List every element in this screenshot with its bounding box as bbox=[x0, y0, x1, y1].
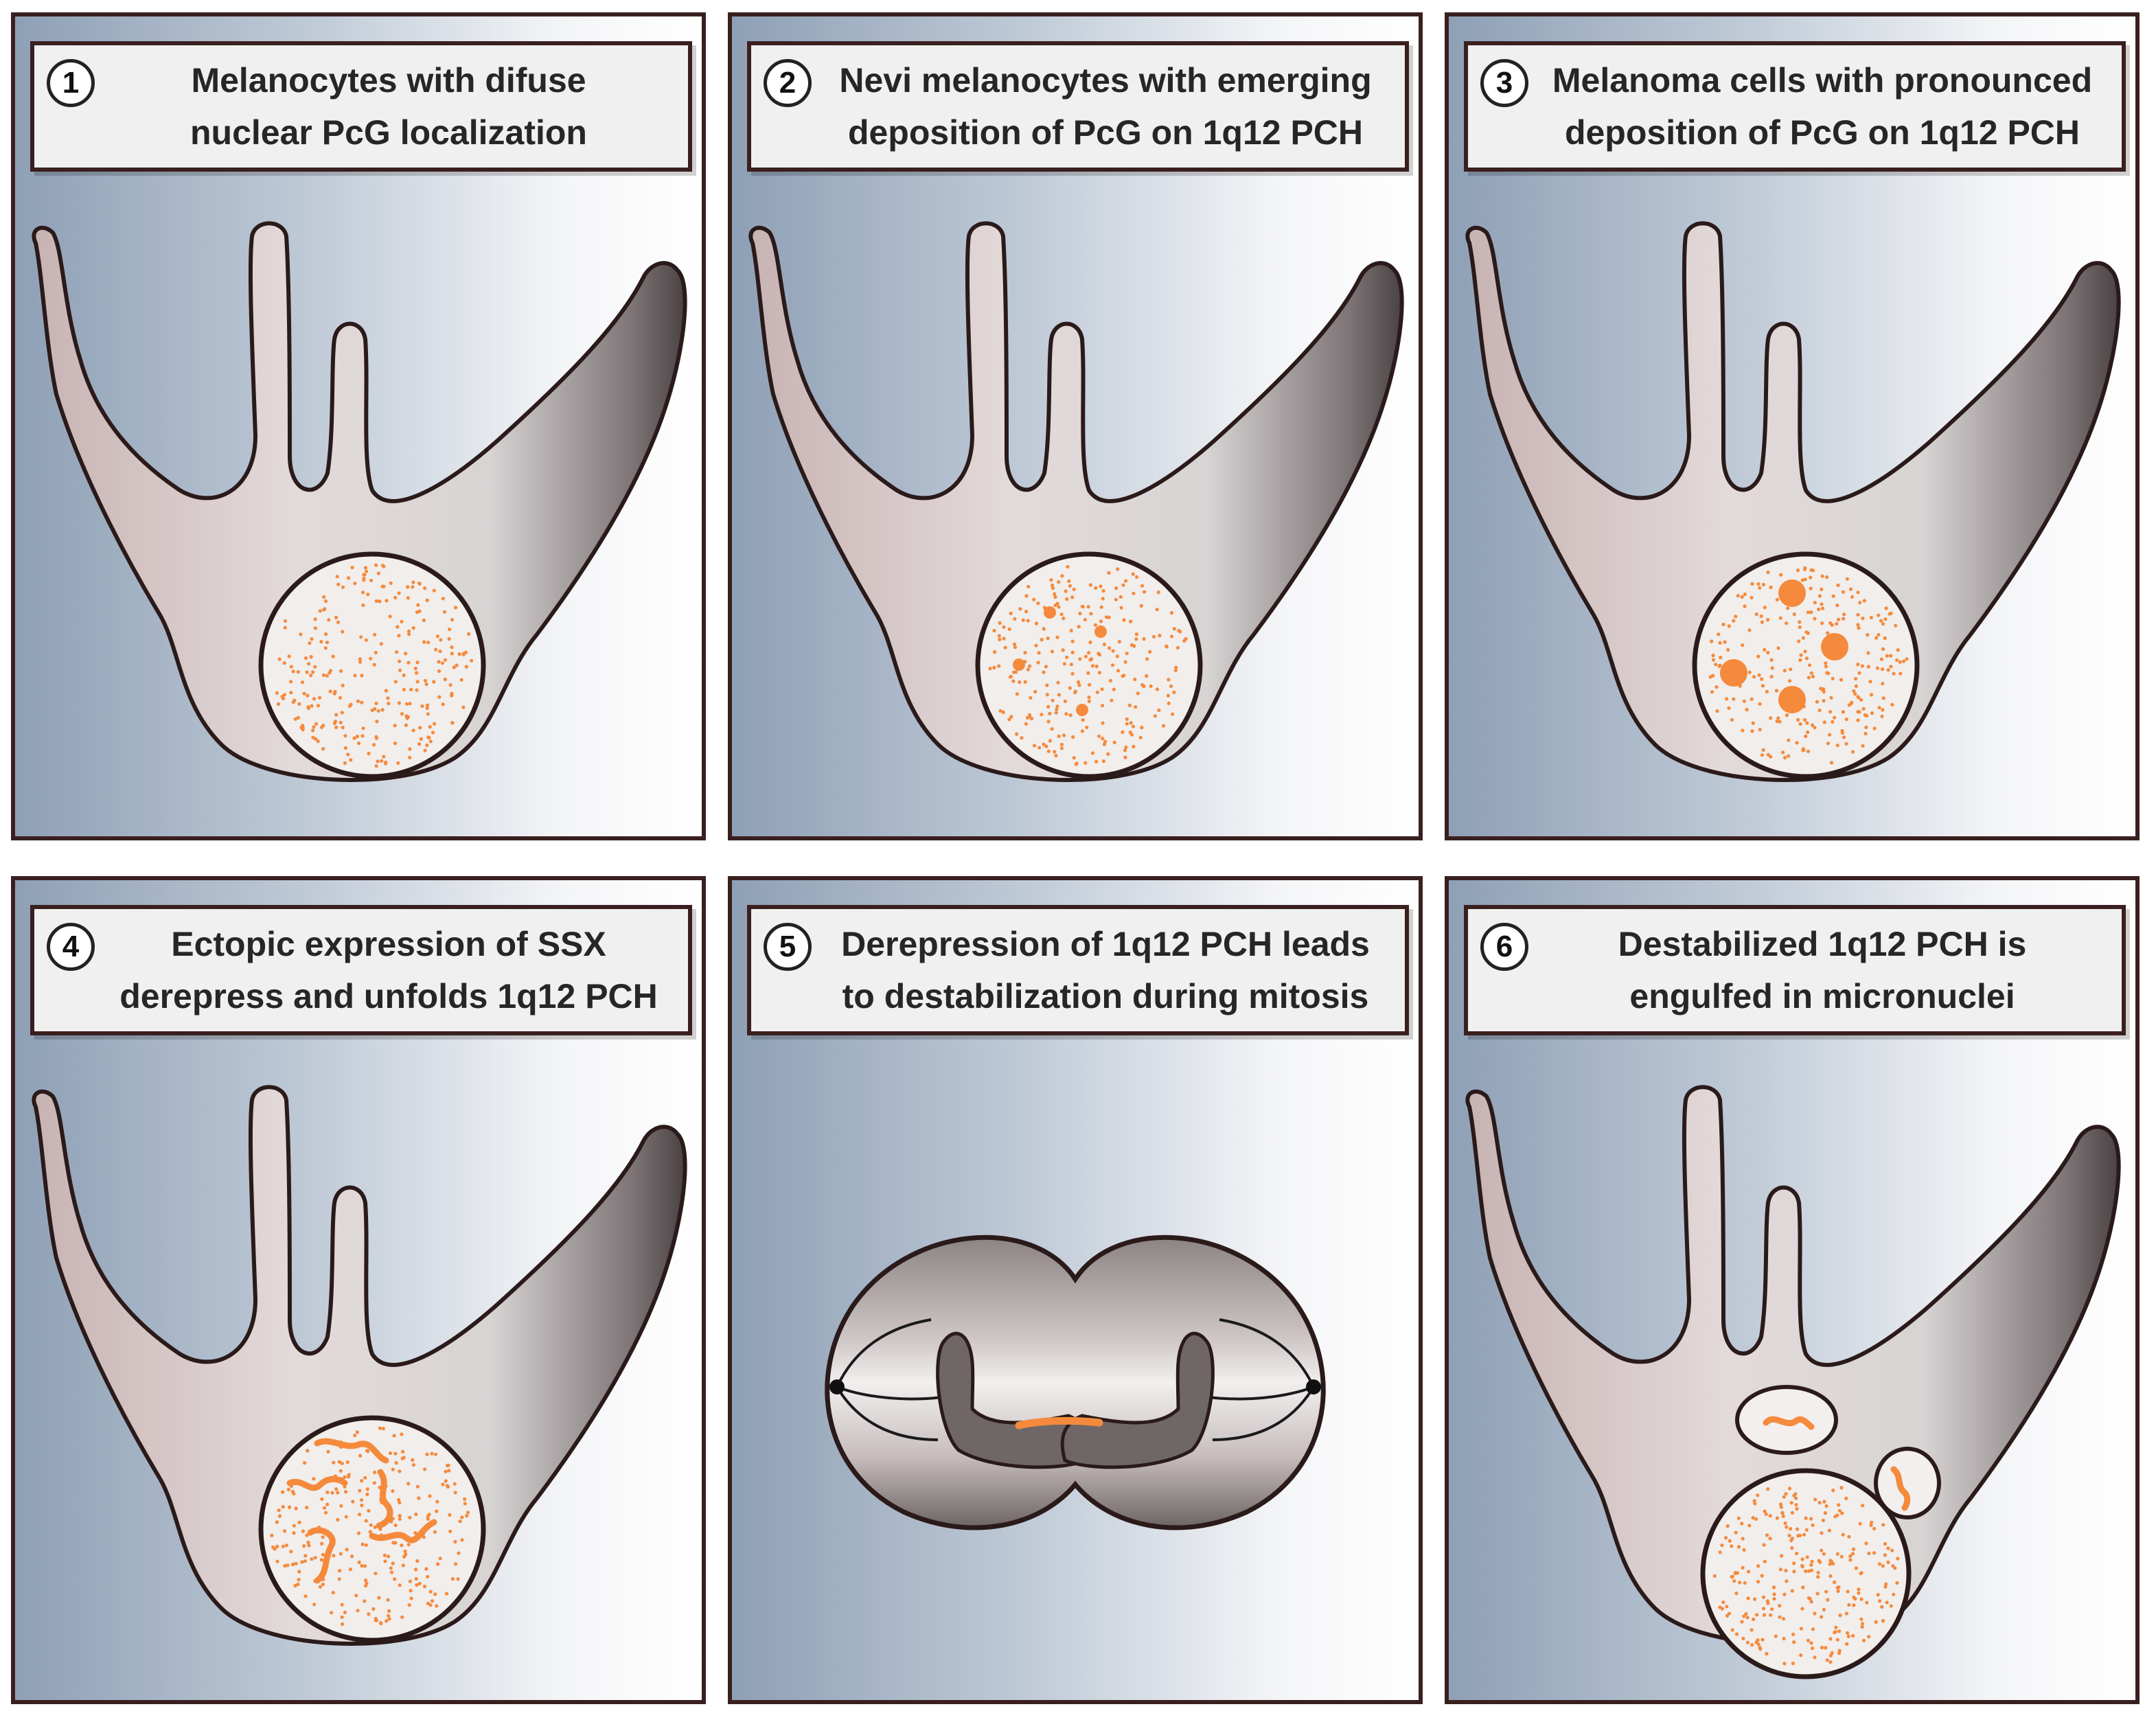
step-number-badge: 6 bbox=[1480, 923, 1528, 971]
caption-line-2: deposition of PcG on 1q12 PCH bbox=[847, 113, 1364, 152]
cell-body bbox=[748, 221, 1404, 782]
panel-5: 5 Derepression of 1q12 PCH leads to dest… bbox=[728, 876, 1423, 1704]
pcg-foci bbox=[1094, 625, 1107, 638]
nucleus bbox=[1700, 1468, 1912, 1679]
caption-line-2: deposition of PcG on 1q12 PCH bbox=[1564, 113, 2080, 152]
caption-line-1: Melanocytes with difuse bbox=[191, 61, 586, 100]
centrosome-left bbox=[829, 1379, 845, 1394]
pcg-foci bbox=[1013, 658, 1025, 671]
nucleus bbox=[258, 1415, 486, 1643]
pcg-foci bbox=[1076, 704, 1088, 716]
step-number-badge: 1 bbox=[47, 59, 95, 107]
caption-text: Melanoma cells with pronounced depositio… bbox=[1468, 54, 2122, 159]
mitotic-cell bbox=[825, 1235, 1326, 1530]
pcg-speckles bbox=[988, 564, 1188, 766]
unfolded-pch bbox=[314, 1438, 389, 1464]
caption-line-1: Ectopic expression of SSX bbox=[171, 925, 606, 963]
caption-line-2: nuclear PcG localization bbox=[190, 113, 587, 152]
melanocyte-cell bbox=[32, 221, 687, 782]
panel-caption: 6 Destabilized 1q12 PCH is engulfed in m… bbox=[1464, 905, 2126, 1035]
caption-line-1: Melanoma cells with pronounced bbox=[1552, 61, 2093, 100]
pcg-foci bbox=[1044, 606, 1056, 619]
panel-2: 2 Nevi melanocytes with emerging deposit… bbox=[728, 12, 1423, 840]
micronucleated-cell bbox=[1465, 1085, 2121, 1679]
pcg-speckles bbox=[1712, 1486, 1900, 1666]
nucleus bbox=[258, 551, 486, 779]
nucleus bbox=[1692, 551, 1920, 779]
step-number-badge: 2 bbox=[764, 59, 812, 107]
panel-4: 4 Ectopic expression of SSX derepress an… bbox=[11, 876, 706, 1704]
caption-line-1: Derepression of 1q12 PCH leads bbox=[841, 925, 1370, 963]
unfolded-pch bbox=[307, 1527, 336, 1584]
pch-bridge bbox=[1015, 1416, 1103, 1430]
pch-in-micronucleus bbox=[1890, 1466, 1911, 1511]
caption-text: Destabilized 1q12 PCH is engulfed in mic… bbox=[1468, 918, 2122, 1022]
pcg-speckles bbox=[270, 1426, 470, 1627]
step-number-badge: 4 bbox=[47, 923, 95, 971]
cell-body bbox=[1465, 221, 2121, 782]
unfolded-pch bbox=[369, 1519, 437, 1543]
pcg-foci bbox=[1778, 579, 1806, 607]
cell-body bbox=[32, 1085, 687, 1646]
centrosome-right bbox=[1306, 1379, 1321, 1394]
panel-6: 6 Destabilized 1q12 PCH is engulfed in m… bbox=[1445, 876, 2140, 1704]
caption-line-2: engulfed in micronuclei bbox=[1629, 977, 2015, 1015]
pcg-foci bbox=[1778, 686, 1806, 713]
pcg-foci bbox=[1720, 659, 1747, 687]
caption-line-2: to destabilization during mitosis bbox=[842, 977, 1369, 1015]
nevus-melanocyte-cell bbox=[748, 221, 1404, 782]
pch-in-micronucleus bbox=[1763, 1416, 1815, 1430]
cell-body bbox=[1465, 1085, 2121, 1646]
caption-text: Nevi melanocytes with emerging depositio… bbox=[751, 54, 1405, 159]
caption-line-1: Nevi melanocytes with emerging bbox=[839, 61, 1372, 100]
panel-caption: 2 Nevi melanocytes with emerging deposit… bbox=[747, 41, 1409, 172]
caption-text: Ectopic expression of SSX derepress and … bbox=[34, 918, 688, 1022]
step-number-badge: 5 bbox=[764, 923, 812, 971]
panel-caption: 1 Melanocytes with difuse nuclear PcG lo… bbox=[30, 41, 692, 172]
unfolded-pch bbox=[286, 1476, 348, 1491]
caption-text: Derepression of 1q12 PCH leads to destab… bbox=[751, 918, 1405, 1022]
nucleus bbox=[975, 551, 1203, 779]
unfolded-pch bbox=[376, 1469, 393, 1529]
ssx-expressing-cell bbox=[32, 1085, 687, 1646]
melanoma-cell bbox=[1465, 221, 2121, 782]
panel-caption: 3 Melanoma cells with pronounced deposit… bbox=[1464, 41, 2126, 172]
pcg-foci bbox=[1821, 633, 1848, 661]
caption-line-2: derepress and unfolds 1q12 PCH bbox=[119, 977, 658, 1015]
caption-text: Melanocytes with difuse nuclear PcG loca… bbox=[34, 54, 688, 159]
pcg-speckles bbox=[275, 563, 474, 768]
panel-1: 1 Melanocytes with difuse nuclear PcG lo… bbox=[11, 12, 706, 840]
micronucleus-right bbox=[1874, 1447, 1941, 1519]
caption-line-1: Destabilized 1q12 PCH is bbox=[1618, 925, 2027, 963]
panel-3: 3 Melanoma cells with pronounced deposit… bbox=[1445, 12, 2140, 840]
panel-caption: 5 Derepression of 1q12 PCH leads to dest… bbox=[747, 905, 1409, 1035]
cell-body bbox=[32, 221, 687, 782]
panel-caption: 4 Ectopic expression of SSX derepress an… bbox=[30, 905, 692, 1035]
step-number-badge: 3 bbox=[1480, 59, 1528, 107]
dividing-cell-outline bbox=[825, 1235, 1326, 1530]
